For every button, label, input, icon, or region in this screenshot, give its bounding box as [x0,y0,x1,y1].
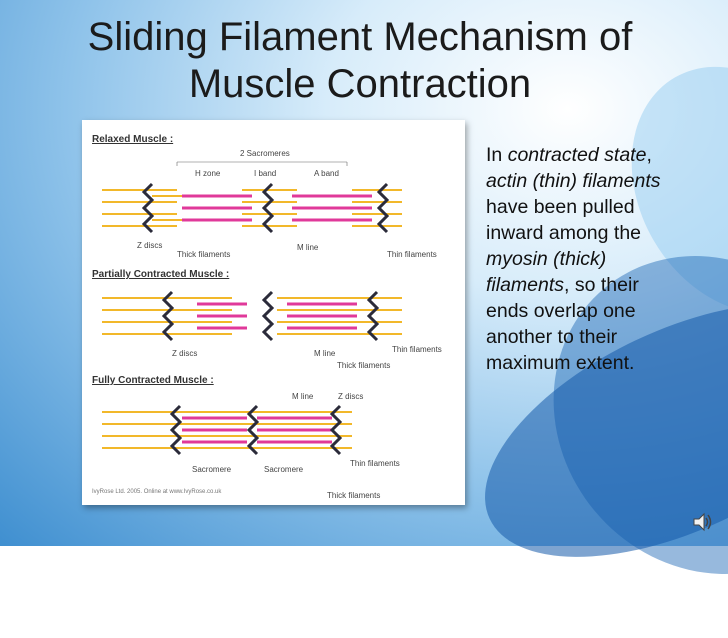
caption-part: , so their ends overlap one another to t… [486,274,639,374]
label-i-band: I band [254,169,276,178]
label-thick-filaments: Thick filaments [177,250,230,259]
label-z-discs: Z discs [338,392,363,401]
caption-emphasis: contracted state [507,144,647,166]
label-thin-filaments: Thin filaments [350,459,400,468]
speaker-icon-graphic [693,512,712,532]
caption-emphasis: myosin (thick) filaments [486,248,607,296]
credit-text: IvyRose Ltd. 2005. Online at www.IvyRose… [92,489,222,495]
label-m-line: M line [292,392,314,401]
label-thick-filaments: Thick filaments [337,361,390,370]
label-m-line: M line [314,349,336,358]
label-sarcomere: Sacromere [264,465,304,474]
slide-title: Sliding Filament Mechanism of Muscle Con… [40,14,680,108]
relaxed-sarcomere [102,182,402,234]
sarcomere-diagram: Relaxed Muscle : Partially Contracted Mu… [92,134,442,500]
partially-contracted-sarcomere [102,290,402,342]
caption-part: , [646,144,652,166]
caption-text: In contracted state, actin (thin) filame… [486,142,686,376]
caption-emphasis: actin (thin) filaments [486,170,661,192]
label-thin-filaments: Thin filaments [387,250,437,259]
label-z-discs: Z discs [172,349,197,358]
title-line-2: Muscle Contraction [188,62,532,106]
label-a-band: A band [314,169,339,178]
label-m-line: M line [297,243,319,252]
section-label-full: Fully Contracted Muscle : [92,375,214,386]
label-2-sarcomeres: 2 Sacromeres [240,149,290,158]
bracket-lines [176,161,348,166]
label-thin-filaments: Thin filaments [392,345,442,354]
fully-contracted-sarcomere [102,404,352,456]
label-h-zone: H zone [195,169,221,178]
caption-part: have been pulled inward among the [486,196,642,244]
label-thick-filaments: Thick filaments [327,491,380,500]
label-sarcomere: Sacromere [192,465,232,474]
section-label-partial: Partially Contracted Muscle : [92,269,229,280]
label-z-discs: Z discs [137,241,162,250]
title-line-1: Sliding Filament Mechanism of [87,15,633,59]
speaker-icon[interactable] [692,511,714,533]
caption-part: In [486,144,508,166]
diagram-panel: Relaxed Muscle : Partially Contracted Mu… [82,120,465,505]
section-label-relaxed: Relaxed Muscle : [92,134,173,145]
